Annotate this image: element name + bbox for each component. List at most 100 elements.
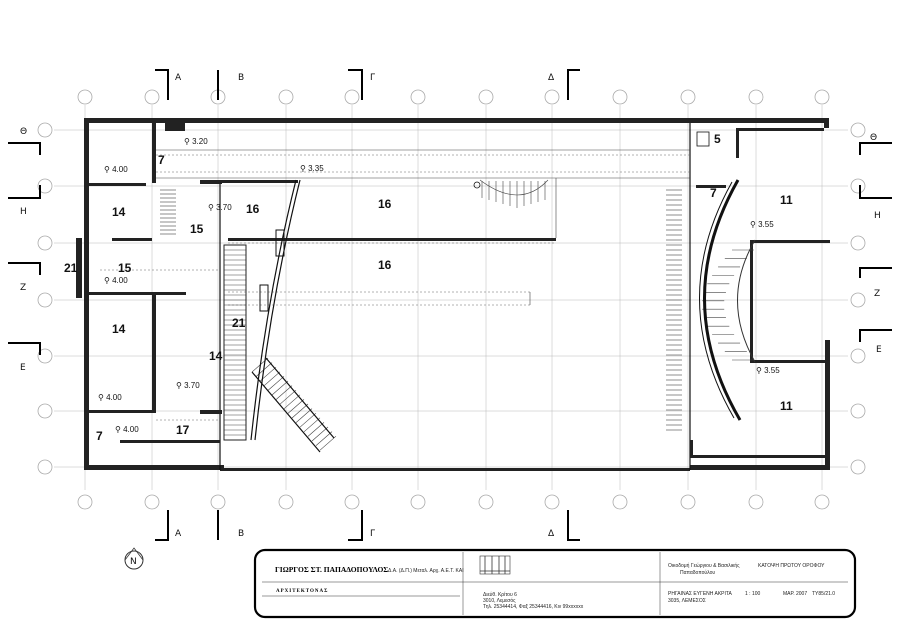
section-label-h-right: Η bbox=[874, 211, 881, 221]
stairs bbox=[160, 181, 754, 453]
drawing-scale: 1 : 100 bbox=[745, 591, 761, 597]
level-marker: ⚲ 3.55 bbox=[756, 366, 780, 375]
grid-bubble bbox=[814, 89, 830, 105]
grid-bubble bbox=[850, 235, 866, 251]
room-label: 7 bbox=[158, 153, 165, 167]
stair-tread bbox=[303, 417, 321, 433]
room-label: 16 bbox=[378, 197, 392, 211]
grid-bubble bbox=[278, 89, 294, 105]
section-label-h-left: Η bbox=[20, 207, 27, 217]
stair-tread bbox=[271, 380, 289, 396]
level-marker: ⚲ 3.20 bbox=[184, 137, 208, 146]
architect-name: ΓΙΩΡΓΟΣ ΣΤ. ΠΑΠΑΔΟΠΟΥΛΟΣ bbox=[275, 565, 388, 574]
level-marker: ⚲ 4.00 bbox=[104, 165, 128, 174]
section-label-e-right: Ε bbox=[876, 345, 882, 355]
section-label-g-bottom: Γ bbox=[370, 529, 375, 539]
level-marker: ⚲ 4.00 bbox=[98, 393, 122, 402]
room-label: 21 bbox=[232, 316, 246, 330]
architect-credentials: Δ.Α. (Δ.Π.) Μεταλ. Αρχ. Α.Ε.Τ. ΚΑΙ bbox=[388, 568, 464, 574]
section-label-z-left: Ζ bbox=[20, 283, 26, 293]
room-label: 15 bbox=[190, 222, 204, 236]
grid-bubble bbox=[344, 494, 360, 510]
grid-bubble bbox=[478, 494, 494, 510]
north-label: N bbox=[130, 557, 137, 567]
grid-bubble bbox=[77, 494, 93, 510]
grid-bubble bbox=[850, 459, 866, 475]
drawing-date: ΜΑΡ. 2007 bbox=[783, 591, 807, 597]
grid-bubble bbox=[850, 122, 866, 138]
grid-bubble bbox=[278, 494, 294, 510]
section-marks-right: Θ Η Ζ Ε bbox=[859, 133, 892, 355]
grid-bubble bbox=[544, 494, 560, 510]
section-label-th-left: Θ bbox=[20, 127, 27, 137]
grid-bubble bbox=[37, 403, 53, 419]
building-walls bbox=[76, 118, 830, 471]
grid-bubble bbox=[748, 89, 764, 105]
grid-bubble bbox=[37, 348, 53, 364]
grid-bubble bbox=[850, 403, 866, 419]
room-label: 21 bbox=[64, 261, 78, 275]
grid-bubble bbox=[850, 292, 866, 308]
title-block: ΓΙΩΡΓΟΣ ΣΤ. ΠΑΠΑΔΟΠΟΥΛΟΣ Δ.Α. (Δ.Π.) Μετ… bbox=[253, 548, 857, 619]
level-marker: ⚲ 3.70 bbox=[208, 203, 232, 212]
drawing-sheet: ΤΥ85/21.0 bbox=[812, 591, 835, 597]
grid-bubble bbox=[37, 178, 53, 194]
room-label: 7 bbox=[710, 186, 717, 200]
level-marker: ⚲ 3.70 bbox=[176, 381, 200, 390]
section-marks-bottom: Α Β Γ Δ bbox=[155, 510, 580, 541]
section-label-z-right: Ζ bbox=[874, 289, 880, 299]
curved-walls bbox=[250, 131, 756, 441]
office-address-1: Διεύθ. Κρίτου 6 bbox=[483, 591, 517, 598]
level-marker: ⚲ 3.55 bbox=[750, 220, 774, 229]
section-label-b-top: Β bbox=[238, 73, 244, 83]
level-marker: ⚲ 4.00 bbox=[115, 425, 139, 434]
site-address-1: ΡΗΓΑΙΝΑΣ ΕΥΓΕΝΗ ΑΚΡΙΤΑ bbox=[668, 591, 733, 597]
stair-edge bbox=[265, 357, 335, 439]
grid-bubble bbox=[210, 494, 226, 510]
room-label: 5 bbox=[714, 132, 721, 146]
section-label-g-top: Γ bbox=[370, 73, 375, 83]
stair-tread bbox=[299, 412, 317, 428]
stair-edge bbox=[251, 371, 321, 453]
project-name-1: Οικοδομή Γεώργιου & Βασιλικής bbox=[668, 562, 740, 569]
grid-bubble bbox=[410, 89, 426, 105]
stair-tread bbox=[275, 385, 293, 400]
room-label: 7 bbox=[96, 429, 103, 443]
section-marks-left: Θ Η Ζ Ε bbox=[8, 127, 41, 373]
room-label: 14 bbox=[112, 322, 126, 336]
stair-tread bbox=[263, 371, 281, 387]
grid-bubble bbox=[612, 89, 628, 105]
section-label-e-left: Ε bbox=[20, 363, 26, 373]
grid-bubble bbox=[37, 122, 53, 138]
room-label: 17 bbox=[176, 423, 190, 437]
section-label-a-top: Α bbox=[175, 73, 182, 83]
level-marker: ⚲ 4.00 bbox=[104, 276, 128, 285]
office-address-2: 3010, Λεμεσός bbox=[483, 597, 516, 604]
site-address-2: 3035, ΛΕΜΕΣΟΣ bbox=[668, 598, 706, 604]
section-label-b-bottom: Β bbox=[238, 529, 244, 539]
grid-bubble bbox=[37, 292, 53, 308]
stair-outline bbox=[223, 244, 247, 441]
grid-bubble bbox=[37, 235, 53, 251]
room-label: 11 bbox=[780, 399, 793, 413]
grid-bubble bbox=[850, 178, 866, 194]
level-markers: ⚲ 4.00 ⚲ 3.20 ⚲ 3.35 ⚲ 3.70 ⚲ 4.00 ⚲ 3.7… bbox=[98, 137, 780, 434]
grid-bubble bbox=[410, 494, 426, 510]
room-label: 16 bbox=[378, 258, 392, 272]
grid-bubble bbox=[680, 494, 696, 510]
room-labels: 7 14 15 21 15 14 7 17 14 21 16 16 16 5 7… bbox=[64, 132, 793, 443]
grid-bubble bbox=[144, 494, 160, 510]
section-label-a-bottom: Α bbox=[175, 529, 182, 539]
stair-tread bbox=[287, 399, 305, 414]
stair-tread bbox=[307, 422, 325, 437]
section-label-th-right: Θ bbox=[870, 133, 877, 143]
grid-bubble bbox=[144, 89, 160, 105]
stair-tread bbox=[291, 403, 309, 419]
grid-bubble bbox=[77, 89, 93, 105]
room-label: 14 bbox=[209, 349, 223, 363]
room-label: 11 bbox=[780, 193, 793, 207]
grid-bubble bbox=[680, 89, 696, 105]
grid-bubble bbox=[344, 89, 360, 105]
corridor-hatching bbox=[100, 149, 690, 421]
